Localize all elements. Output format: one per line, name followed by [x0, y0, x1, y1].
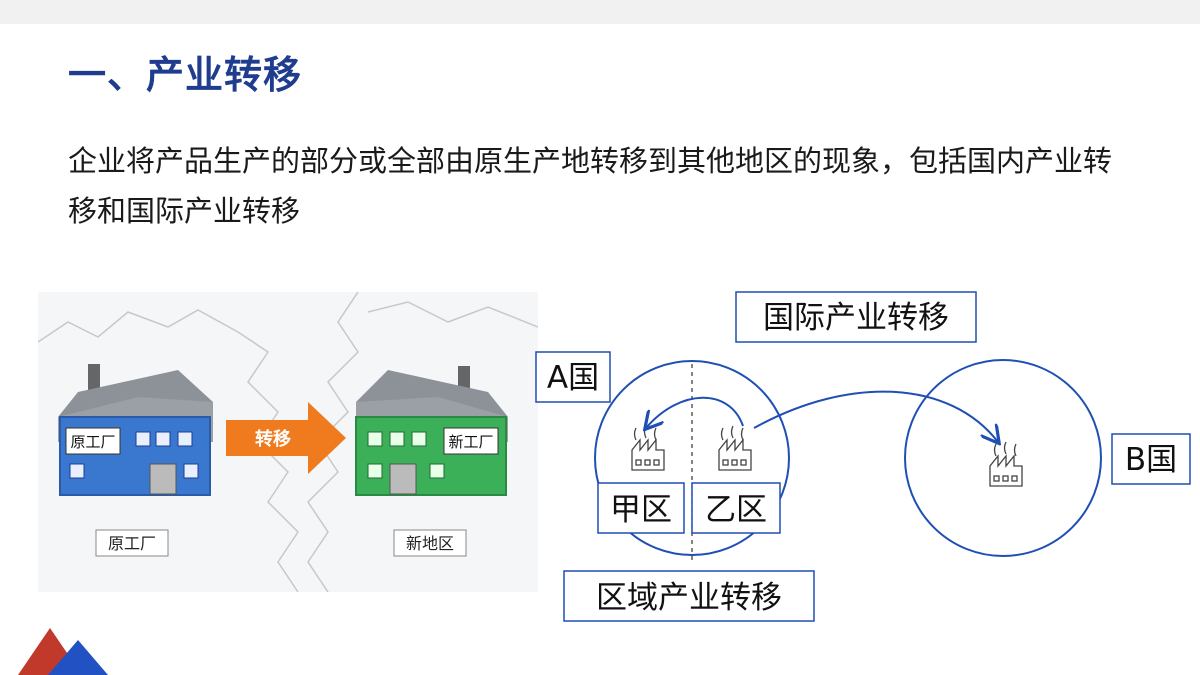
country-a-label: A国: [547, 360, 599, 396]
factory-b-icon: [989, 441, 1023, 487]
zone-yi-label-box: [691, 482, 781, 534]
international-transfer-arrow: [753, 390, 998, 442]
factory-transfer-illustration: 原工厂 转移 新工厂 原工厂 新地区: [38, 292, 538, 592]
transfer-arrow: 转移: [226, 402, 346, 474]
old-factory-building: 原工厂: [58, 364, 213, 496]
country-a-label-box: [535, 351, 611, 403]
country-b-circle: [904, 359, 1102, 557]
orange-arrow-icon: [226, 402, 346, 474]
blue-triangle: [48, 640, 108, 675]
old-region-label: 原工厂: [108, 534, 156, 553]
new-factory-building: 新工厂: [355, 366, 508, 496]
regional-transfer-label: 区域产业转移: [596, 580, 782, 616]
top-band: [0, 0, 1200, 24]
zone-jia-label-box: [597, 482, 685, 534]
country-b-label-box: [1111, 433, 1191, 485]
border-line-left: [38, 309, 299, 592]
old-factory-sign-text: 原工厂: [70, 433, 115, 451]
zone-yi-label: 乙区: [705, 492, 767, 528]
page-title: 一、产业转移: [68, 53, 303, 97]
new-region-label: 新地区: [406, 534, 454, 553]
regional-label-box: [563, 570, 815, 622]
new-region-label-box: [393, 529, 467, 557]
corner-triangles-logo: [18, 628, 108, 675]
new-factory-sign: [443, 427, 499, 455]
country-a-circle: [594, 360, 790, 556]
door-icon: [389, 463, 417, 495]
regional-transfer-arrow: [646, 396, 744, 428]
transfer-types-diagram: 国际产业转移 A国 B国 甲区 乙区 区域产业转移: [535, 291, 1191, 622]
arrow-label: 转移: [255, 428, 291, 450]
international-transfer-label: 国际产业转移: [763, 300, 949, 336]
country-b-label: B国: [1125, 442, 1177, 478]
door-icon: [149, 463, 177, 495]
old-region-label-box: [95, 529, 169, 557]
factory-yi-icon: [718, 425, 752, 471]
international-label-box: [735, 291, 977, 343]
factory-jia-icon: [631, 425, 665, 471]
border-line-right: [367, 301, 538, 328]
zone-jia-label: 甲区: [610, 492, 672, 528]
definition-text: 企业将产品生产的部分或全部由原生产地转移到其他地区的现象，包括国内产业转移和国际…: [68, 144, 1113, 228]
new-factory-sign-text: 新工厂: [448, 433, 493, 451]
old-factory-wall: [59, 416, 211, 496]
old-factory-sign: [65, 427, 121, 455]
